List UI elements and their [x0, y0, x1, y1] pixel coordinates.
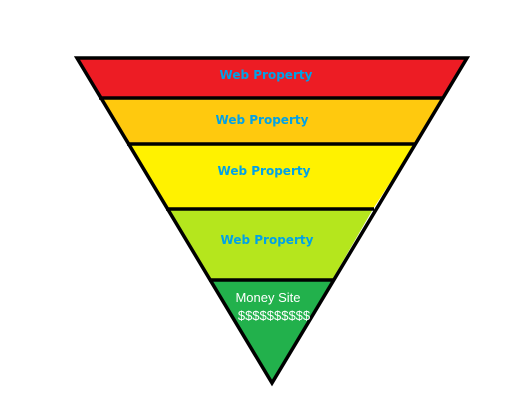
- money-site-band: [210, 280, 332, 383]
- layer-3-band: [128, 144, 415, 209]
- layer-4-label: Web Property: [221, 233, 314, 247]
- funnel-outline: [73, 56, 471, 387]
- layer-3-label: Web Property: [218, 164, 311, 178]
- layer-1-band: [77, 58, 467, 98]
- money-site-subtitle: $$$$$$$$$$: [238, 308, 311, 323]
- layer-2-band: [100, 98, 442, 144]
- money-site-title: Money Site: [235, 290, 300, 305]
- layer-4-band: [167, 209, 373, 280]
- layer-2-label: Web Property: [216, 113, 309, 127]
- layer-1-label: Web Property: [220, 68, 313, 82]
